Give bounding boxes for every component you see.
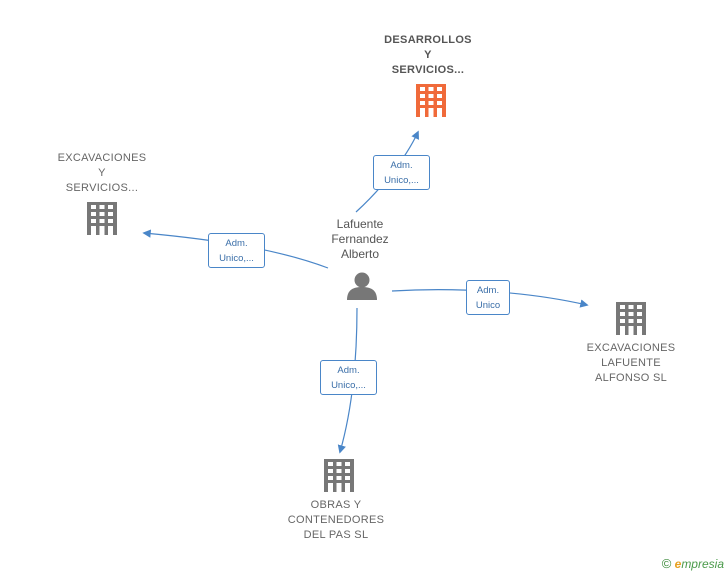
brand-name: mpresia (681, 557, 724, 571)
edge-label-excavaciones-lafuente[interactable]: Adm. Unico (466, 280, 510, 315)
copyright-icon: © (661, 556, 672, 571)
node-label-desarrollos[interactable]: DESARROLLOS Y SERVICIOS... (384, 34, 472, 76)
node-label-excavaciones-servicios[interactable]: EXCAVACIONES Y SERVICIOS... (57, 152, 147, 194)
person-label[interactable]: Lafuente Fernandez Alberto (331, 217, 389, 261)
building-icon[interactable] (616, 302, 646, 335)
building-icon[interactable] (324, 459, 354, 492)
brand-first-letter: e (674, 557, 682, 571)
building-icon[interactable] (87, 202, 117, 235)
node-label-excavaciones-lafuente[interactable]: EXCAVACIONES LAFUENTE ALFONSO SL (586, 342, 676, 384)
building-icon[interactable] (416, 84, 446, 117)
brand-logo: © empresia (662, 556, 724, 571)
edge-label-desarrollos[interactable]: Adm. Unico,... (373, 155, 430, 190)
edge-label-excavaciones-servicios[interactable]: Adm. Unico,... (208, 233, 265, 268)
edge-label-obras[interactable]: Adm. Unico,... (320, 360, 377, 395)
node-label-obras[interactable]: OBRAS Y CONTENEDORES DEL PAS SL (287, 499, 385, 541)
person-icon[interactable] (347, 272, 377, 301)
